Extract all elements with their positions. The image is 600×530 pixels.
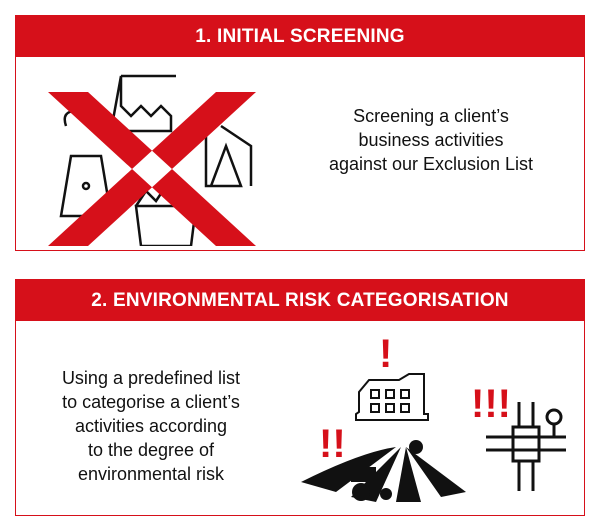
pipeline-valve-icon bbox=[486, 402, 566, 491]
risk-icons: ! !! !!! bbox=[301, 332, 566, 502]
description-line: business activities bbox=[358, 130, 504, 150]
agriculture-tractor-icon bbox=[301, 440, 466, 502]
description-line: Screening a client’s bbox=[353, 106, 509, 126]
initial-screening-panel: 1. INITIAL SCREENING Screening a client’… bbox=[15, 15, 585, 251]
low-risk-mark: ! bbox=[379, 332, 392, 376]
section-header: 1. INITIAL SCREENING bbox=[16, 16, 584, 57]
risk-categorisation-panel: 2. ENVIRONMENTAL RISK CATEGORISATION Usi… bbox=[15, 279, 585, 516]
description-line: to categorise a client’s bbox=[62, 392, 240, 412]
high-risk-mark: !!! bbox=[471, 382, 511, 426]
building-icon bbox=[355, 373, 429, 421]
excluded-industries-icon bbox=[48, 74, 256, 246]
description-line: environmental risk bbox=[77, 464, 225, 484]
description-line: Using a predefined list bbox=[61, 368, 241, 388]
description-line: against our Exclusion List bbox=[328, 154, 534, 174]
screening-description: Screening a client’s business activities… bbox=[286, 104, 576, 176]
description-line: activities according bbox=[74, 416, 228, 436]
section-header: 2. ENVIRONMENTAL RISK CATEGORISATION bbox=[16, 280, 584, 321]
description-line: to the degree of bbox=[87, 440, 215, 460]
categorisation-description: Using a predefined list to categorise a … bbox=[26, 366, 276, 486]
medium-risk-mark: !! bbox=[319, 422, 346, 466]
